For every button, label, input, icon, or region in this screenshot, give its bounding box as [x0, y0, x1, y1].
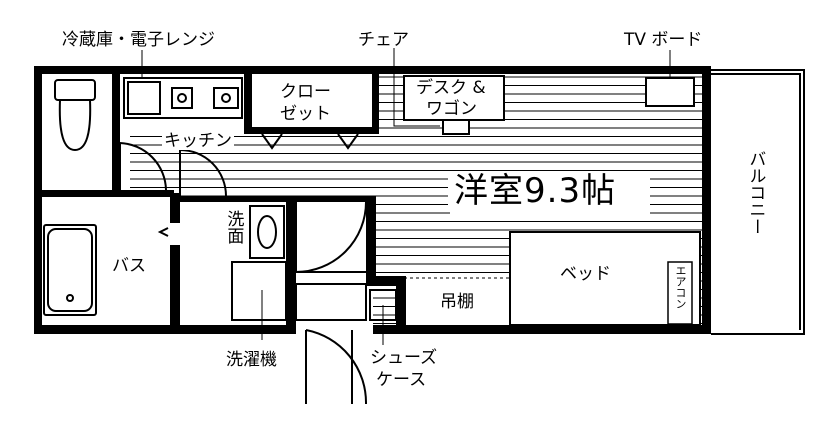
kitchen-label: キッチン — [162, 131, 234, 151]
hanging-shelf-label: 吊棚 — [440, 292, 474, 312]
balcony — [703, 69, 805, 335]
closet-label-line1: クロー — [280, 82, 331, 102]
shoe-case-label-line1: シューズ — [370, 348, 438, 368]
balcony-label: バルコニー — [744, 150, 766, 241]
chair-label: チェア — [358, 30, 409, 50]
desk-label-line1: デスク & — [416, 78, 486, 98]
aircon-label: エアコン — [673, 265, 687, 312]
bathtub — [43, 224, 169, 316]
fridge-range-label: 冷蔵庫・電子レンジ — [62, 30, 215, 50]
tv-board — [645, 77, 695, 107]
kitchen-counter — [123, 77, 243, 119]
washing-machine-label: 洗濯機 — [226, 350, 277, 370]
washroom-label: 洗面 — [222, 210, 244, 250]
outer-walls — [34, 66, 711, 334]
aircon — [667, 261, 693, 325]
tv-board-label: TV ボード — [624, 30, 703, 50]
western-room-label: 洋室9.3帖 — [448, 174, 623, 208]
shoe-case-label-line2: ケース — [376, 370, 427, 390]
desk-label-line2: ワゴン — [426, 99, 477, 119]
closet-label-line2: ゼット — [280, 104, 331, 124]
aircon-text: エアコン — [673, 265, 687, 309]
balcony-text: バルコニー — [745, 150, 766, 235]
washroom-text: 洗面 — [223, 210, 244, 244]
toilet — [54, 79, 96, 152]
bath-label: バス — [112, 256, 146, 276]
washbasin — [231, 205, 287, 321]
bed-label: ベッド — [560, 264, 611, 284]
